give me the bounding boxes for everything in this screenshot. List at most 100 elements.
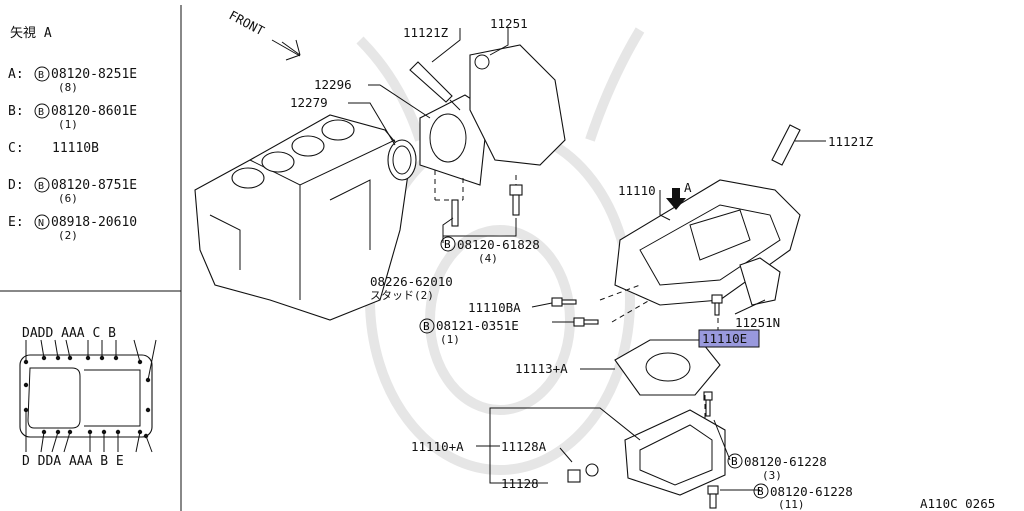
callout-labels: 11121Z 11251 12296 12279 11121Z 11110 B … (290, 16, 995, 511)
bolt-leader (63, 431, 71, 453)
engine-block (194, 114, 411, 321)
callout-12296[interactable]: 12296 (314, 77, 352, 92)
legend-key: D: (8, 178, 24, 193)
callout-11251n[interactable]: 11251N (735, 315, 780, 330)
legend-part-number: 08918-20610 (51, 215, 137, 230)
bolt-11110e (711, 294, 723, 316)
legend-key: A: (8, 67, 24, 82)
prefix-circle-icon (34, 66, 50, 82)
legend-qty: (1) (58, 118, 78, 131)
oil-seal (387, 139, 417, 181)
bolt-0351e (573, 317, 599, 327)
legend-entry-c[interactable]: C: 11110B (8, 141, 99, 156)
bolt-hole (145, 407, 151, 413)
bolt-leader (40, 339, 45, 359)
oil-pan-lower (624, 409, 726, 496)
svg-text:08121-0351E: 08121-0351E (436, 318, 519, 333)
svg-text:B: B (444, 238, 451, 251)
bolt-leader (54, 339, 59, 359)
svg-text:11110E: 11110E (702, 331, 747, 346)
svg-text:(4): (4) (478, 252, 498, 265)
svg-text:(1): (1) (440, 333, 460, 346)
callout-11110a[interactable]: 11110+A (411, 439, 464, 454)
legend-entry-b[interactable]: B: B 08120-8601E(1) (8, 103, 137, 131)
view-arrow-a: A (666, 180, 692, 210)
bolt-leader (40, 431, 45, 453)
bolt-leader (145, 435, 153, 453)
legend-qty: (8) (58, 81, 78, 94)
bolt-hole (23, 382, 29, 388)
legend-prefix: B (38, 181, 44, 192)
small-gasket (739, 257, 781, 306)
prefix-circle-icon (34, 177, 50, 193)
legend-list: A: B 08120-8251E(8) B: B 08120-8601E(1) C: 1111… (8, 66, 137, 242)
callout-11128[interactable]: 11128 (501, 476, 539, 491)
legend-part-number: 08120-8751E (51, 178, 137, 193)
bolt-leader (133, 339, 141, 363)
legend-key: B: (8, 104, 24, 119)
reference-code: A110C 0265 (920, 496, 995, 511)
baffle-plate (614, 339, 721, 396)
legend-prefix: B (38, 107, 44, 118)
bolt-leader (147, 339, 157, 381)
top-bolt-letters: DADD AAA C B (22, 326, 116, 341)
svg-text:08120-61228: 08120-61228 (744, 454, 827, 469)
callout-61228-a[interactable]: B 08120-61228 (3) (727, 453, 827, 482)
bolt-61828 (509, 175, 523, 216)
callout-11251[interactable]: 11251 (490, 16, 528, 31)
legend-qty: (6) (58, 192, 78, 205)
legend-part-number: 11110B (52, 141, 99, 156)
bolt-leader (51, 431, 59, 453)
svg-text:スタッド(2): スタッド(2) (370, 289, 434, 302)
callout-11121z-right[interactable]: 11121Z (828, 134, 874, 149)
legend-part-number: 08120-8251E (51, 67, 137, 82)
prefix-circle-icon (34, 214, 50, 230)
rear-gasket (469, 44, 566, 166)
callout-11110[interactable]: 11110 (618, 183, 656, 198)
sealant-tube-right (771, 124, 801, 166)
callout-0351e[interactable]: B 08121-0351E (1) (419, 318, 519, 346)
svg-text:08120-61228: 08120-61228 (770, 484, 853, 499)
front-arrow: FRONT (227, 7, 301, 61)
legend-prefix: N (38, 218, 44, 229)
callout-62010[interactable]: 08226-62010 スタッド(2) (370, 274, 453, 302)
svg-text:(3): (3) (762, 469, 782, 482)
bolt-61228-b (707, 485, 719, 509)
callout-11121z-top[interactable]: 11121Z (403, 25, 449, 40)
bolt-61228-a (703, 391, 713, 417)
legend-key: C: (8, 141, 24, 156)
drain-plug (567, 463, 599, 483)
legend-prefix: B (38, 70, 44, 81)
legend-entry-a[interactable]: A: B 08120-8251E(8) (8, 66, 137, 94)
bottom-bolt-letters: D DDA AAA B E (22, 454, 124, 469)
svg-text:B: B (757, 485, 764, 498)
callout-11110ba[interactable]: 11110BA (468, 300, 521, 315)
callout-11128a[interactable]: 11128A (501, 439, 547, 454)
callout-11113[interactable]: 11113+A (515, 361, 568, 376)
legend-entry-d[interactable]: D: B 08120-8751E(6) (8, 177, 137, 205)
svg-text:B: B (731, 455, 738, 468)
callout-11110e[interactable]: 11110E (698, 329, 760, 348)
callout-61828[interactable]: B 08120-61828 (4) (440, 236, 540, 265)
stud-bolt (451, 199, 459, 227)
callout-61228-b[interactable]: B 08120-61228 (11) (753, 483, 853, 511)
svg-text:08120-61828: 08120-61828 (457, 237, 540, 252)
arrow-a-label: A (684, 180, 692, 195)
svg-text:(11): (11) (778, 498, 805, 511)
leader-lines (348, 28, 826, 491)
svg-text:08226-62010: 08226-62010 (370, 274, 453, 289)
oil-pan-top-view: DADD AAA C B D DDA AAA B E (19, 326, 157, 469)
legend-key: E: (8, 215, 24, 230)
callout-12279[interactable]: 12279 (290, 95, 328, 110)
legend-part-number: 08120-8601E (51, 104, 137, 119)
prefix-circle-icon (34, 103, 50, 119)
sealant-tube-top (409, 61, 461, 111)
bolt-leader (65, 339, 71, 359)
view-title: 矢視 A (10, 26, 52, 41)
seal-retainer (419, 94, 489, 201)
front-label: FRONT (227, 7, 268, 38)
bolt-11110ba (551, 297, 577, 307)
bolt-leader (135, 431, 141, 453)
